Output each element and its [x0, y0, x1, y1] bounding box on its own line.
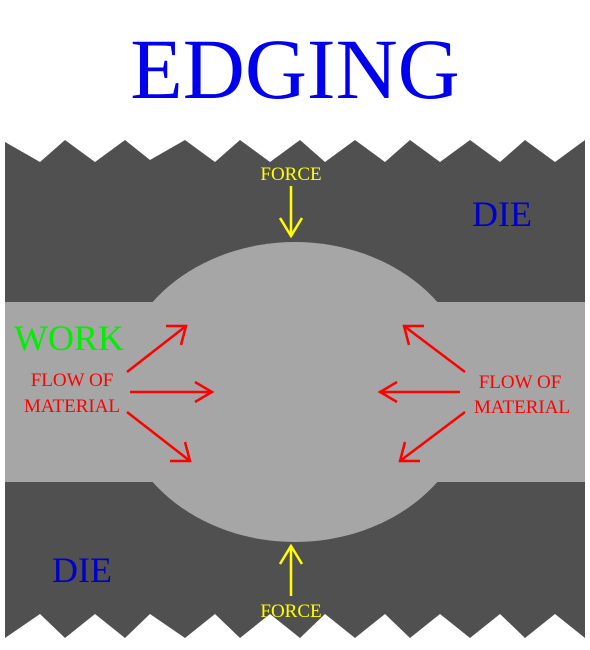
force-arrow-down — [278, 186, 304, 239]
flow-arrows-left — [126, 324, 215, 463]
flow-label-left-line2: MATERIAL — [24, 396, 120, 417]
die-label-bottom: DIE — [52, 550, 112, 590]
flow-arrow-right-down — [398, 411, 466, 463]
die-label-top: DIE — [472, 194, 532, 234]
flow-arrow-left-up — [126, 324, 188, 373]
flow-label-right-line2: MATERIAL — [474, 397, 570, 418]
force-label-top: FORCE — [260, 164, 321, 185]
work-bulge — [117, 242, 473, 542]
work-label: WORK — [14, 318, 124, 358]
flow-arrows-right — [377, 324, 466, 463]
flow-label-right-line1: FLOW OF — [479, 372, 562, 393]
flow-arrow-left-right — [130, 380, 215, 404]
diagram-title: EDGING — [130, 21, 460, 117]
flow-arrow-right-left — [377, 380, 460, 404]
flow-label-left-line1: FLOW OF — [31, 370, 114, 391]
force-arrow-up — [278, 543, 304, 596]
flow-arrow-left-down — [126, 411, 192, 463]
flow-arrow-right-up — [402, 324, 466, 373]
top-die — [5, 140, 585, 302]
bottom-die — [5, 482, 585, 638]
force-label-bottom: FORCE — [260, 601, 321, 622]
